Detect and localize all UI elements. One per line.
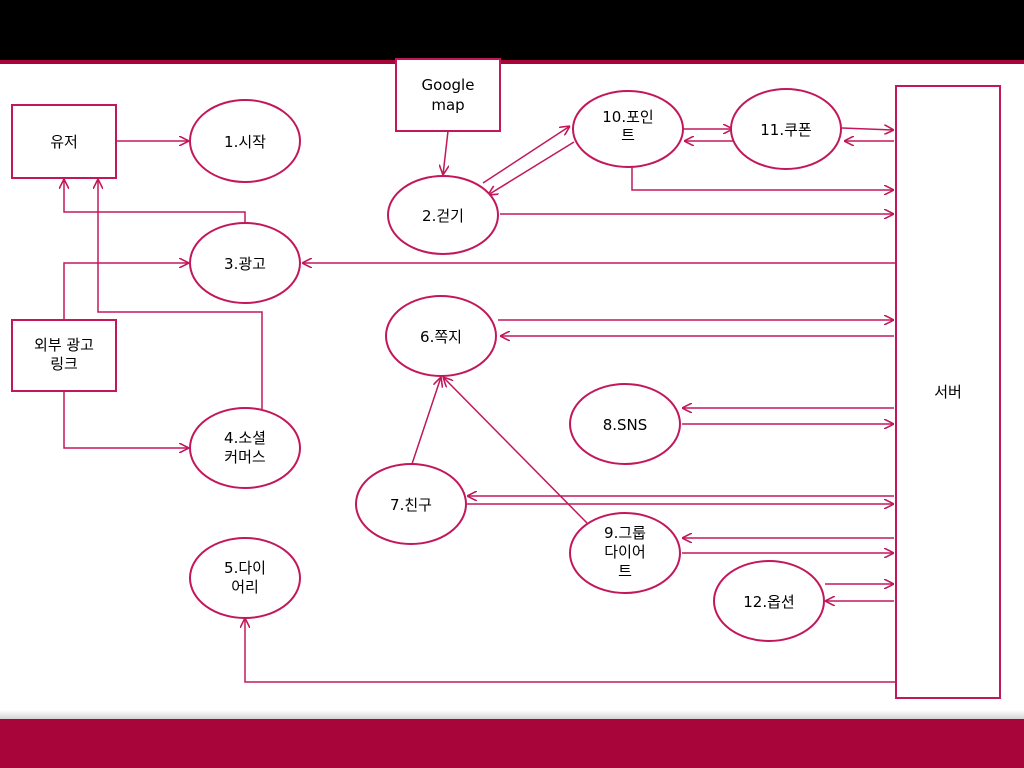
edge-group-message: [443, 377, 588, 524]
walk-label: 2.걷기: [422, 207, 464, 225]
edge-extlink-commerce: [63, 391, 189, 448]
user-box: [11, 104, 117, 179]
sns-label: 8.SNS: [603, 416, 648, 434]
user-label: 유저: [50, 133, 78, 151]
edge-server-diary: [245, 618, 895, 683]
top-accent-stripe: [0, 60, 1024, 64]
walk-node: [387, 175, 499, 255]
edge-googlemap-walk: [443, 130, 448, 175]
coupon-node: [730, 88, 842, 170]
option-node: [713, 560, 825, 642]
edge-ad-user: [64, 179, 246, 223]
top-bar: [0, 0, 1024, 60]
message-label: 6.쪽지: [420, 328, 462, 346]
coupon-label: 11.쿠폰: [760, 121, 811, 139]
google-map-box: [395, 58, 501, 132]
external-ad-link-box: [11, 319, 117, 392]
server-label: 서버: [934, 383, 962, 401]
edge-extlink-ad: [63, 263, 189, 320]
ad-node: [189, 222, 301, 304]
bottom-bar: [0, 719, 1024, 768]
edge-commerce-user: [98, 179, 263, 409]
server-box: [895, 85, 1001, 699]
edge-friend-message: [411, 377, 441, 465]
friend-label: 7.친구: [390, 496, 432, 514]
edge-coupon-server: [841, 128, 894, 130]
start-label: 1.시작: [224, 133, 266, 151]
connectors: [63, 126, 895, 683]
start-node: [189, 99, 301, 183]
social-commerce-node: [189, 407, 301, 489]
diary-node: [189, 537, 301, 619]
friend-node: [355, 463, 467, 545]
bottom-shadow: [0, 710, 1024, 720]
point-node: [572, 90, 684, 168]
option-label: 12.옵션: [743, 593, 794, 611]
group-diet-node: [569, 512, 681, 594]
message-node: [385, 295, 497, 377]
edge-walk-point: [482, 126, 570, 184]
edge-point-walk: [488, 141, 575, 195]
ad-label: 3.광고: [224, 255, 266, 273]
edge-point-server: [631, 165, 894, 190]
sns-node: [569, 383, 681, 465]
